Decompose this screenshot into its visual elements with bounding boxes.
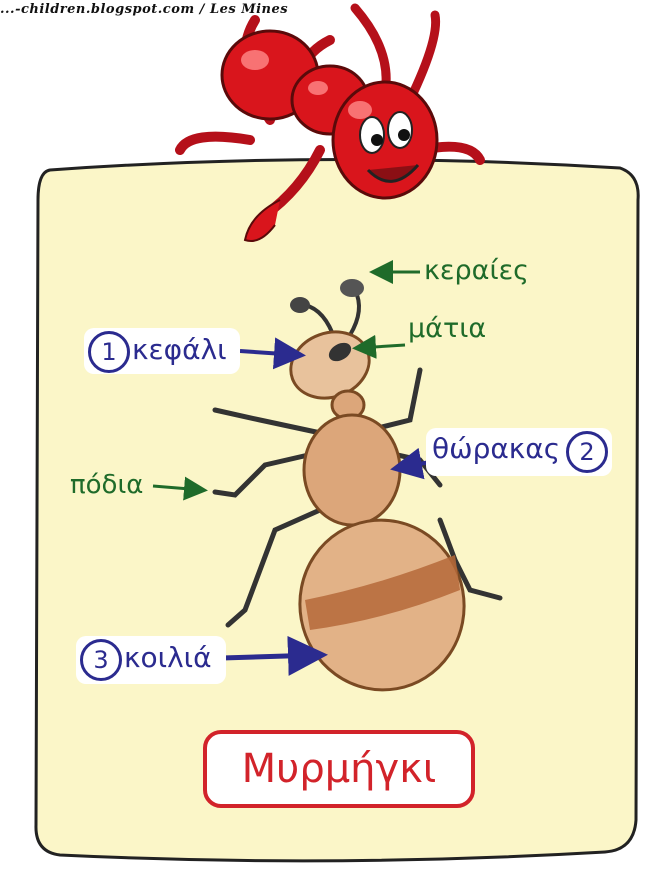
diagram-title: Μυρμήγκι	[241, 746, 437, 792]
cartoon-ant-illustration	[175, 3, 485, 242]
title-box: Μυρμήγκι	[203, 730, 475, 808]
head-label: κεφάλι	[132, 333, 227, 366]
thorax-arrow	[390, 447, 431, 480]
ant-legs-drawing	[212, 367, 503, 628]
ant-thorax-shape	[302, 413, 402, 527]
abdomen-number: 3	[80, 639, 122, 681]
eyes-label: μάτια	[408, 313, 487, 344]
thorax-number: 2	[566, 431, 608, 473]
abdomen-label: κοιλιά	[124, 641, 212, 674]
antennae-label: κεραίες	[424, 255, 530, 286]
ant-eye-shape	[328, 342, 352, 362]
credit-text: ...-children.blogspot.com / Les Mines	[0, 2, 289, 17]
thorax-label: θώρακας	[432, 432, 561, 465]
head-arrow	[239, 337, 306, 370]
legs-label: πόδια	[70, 470, 144, 500]
abdomen-arrow	[221, 635, 328, 676]
legs-arrow	[152, 476, 208, 501]
eyes-arrow	[352, 334, 406, 359]
head-number: 1	[88, 331, 130, 373]
